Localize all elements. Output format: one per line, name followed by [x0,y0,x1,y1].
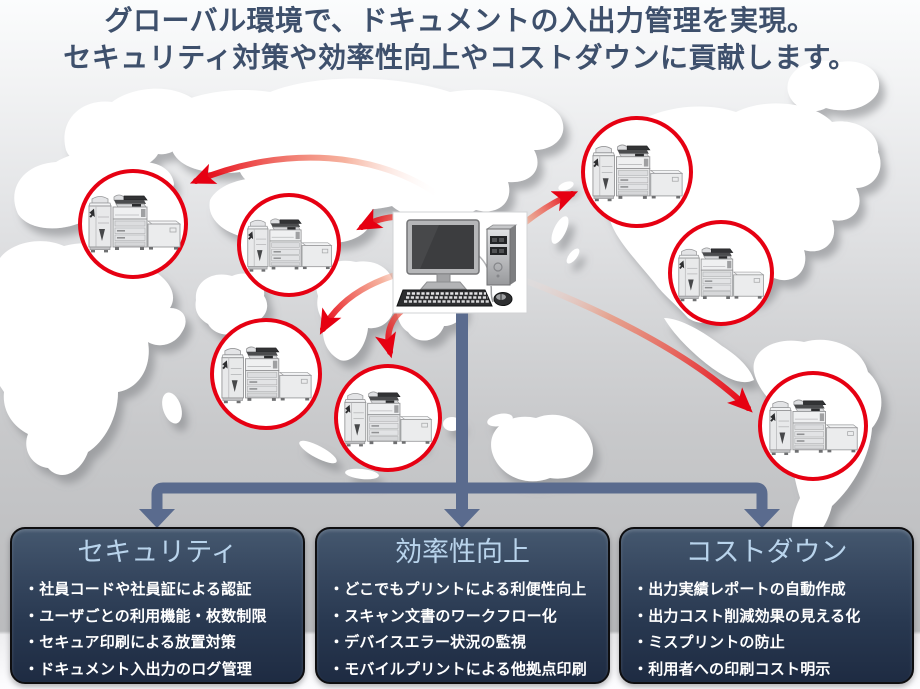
keyboard-icon [396,289,493,307]
printer-site [334,364,442,472]
island-aleutian [558,181,574,191]
distribution-arrow-icon [505,271,753,413]
flow-down-arrow-icon [744,509,780,528]
printer-site [237,193,341,297]
distribution-arrow-icon [189,154,444,200]
desktop-pc-icon [392,211,528,314]
printer-sites [78,116,868,481]
headline: グローバル環境で、ドキュメントの入出力管理を実現。 セキュリティ対策や効率性向上… [0,2,920,76]
island-java [345,468,379,480]
island-madagascar [162,392,182,424]
monitor-icon [406,219,480,290]
mouse-icon [493,292,513,306]
flow-bar [151,482,768,513]
flow-connector [139,305,780,528]
printer-site [78,169,188,279]
island-japan [551,216,569,244]
printer-site [210,318,322,430]
continent-scandinavia [64,88,196,168]
region-arabia [195,273,268,335]
continent-australia [491,414,593,482]
tower-icon [485,224,518,286]
island-uk [31,167,49,189]
island-greenland [787,60,880,112]
flow-down-arrow-icon [444,509,480,528]
printer-site [758,371,868,481]
headline-line-1: グローバル環境で、ドキュメントの入出力管理を実現。 [104,5,816,36]
region-central-america [664,318,754,383]
flow-down-arrow-icon [139,509,175,528]
printer-site [668,220,774,326]
island-sumatra [299,440,337,464]
island-japan-south [566,248,580,264]
printer-site [581,116,693,228]
headline-line-2: セキュリティ対策や効率性向上やコストダウンに貢献します。 [63,42,857,73]
continent-africa [0,241,186,475]
